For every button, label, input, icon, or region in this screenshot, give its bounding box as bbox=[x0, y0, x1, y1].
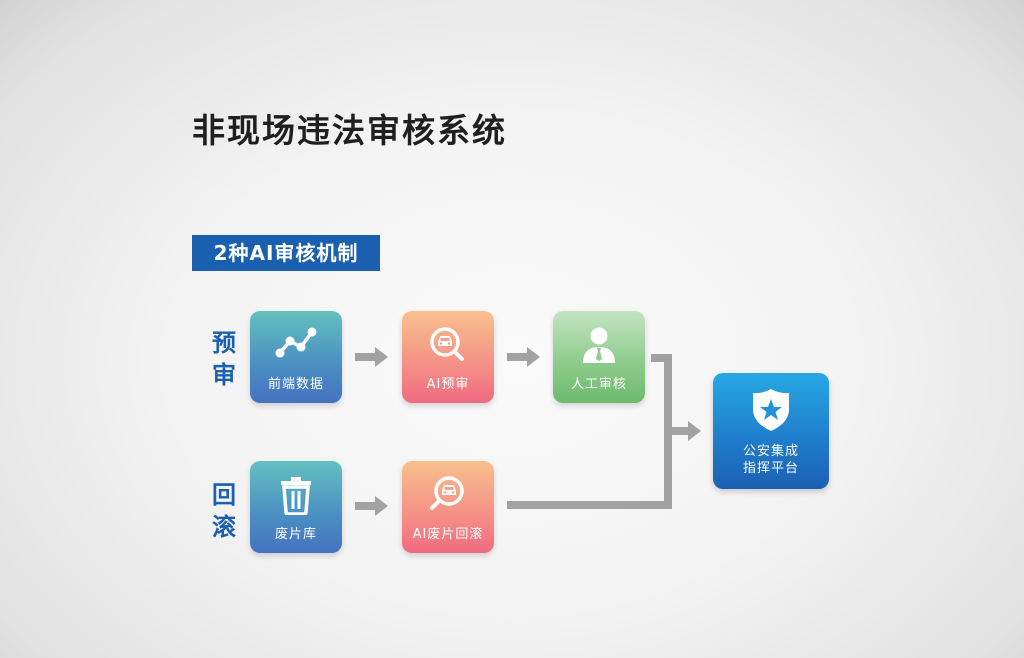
row-label-char: 回 bbox=[212, 481, 236, 509]
node-ai-waste-rollback: AI废片回滚 bbox=[402, 461, 494, 553]
node-label: AI废片回滚 bbox=[412, 527, 484, 542]
connector-vertical bbox=[664, 354, 672, 509]
car-search-icon bbox=[402, 325, 494, 365]
connector-bottom-horizontal bbox=[507, 501, 672, 509]
arrow-right-icon bbox=[355, 496, 388, 516]
node-label-line: 公安集成 bbox=[742, 444, 799, 459]
car-search-icon bbox=[402, 475, 494, 515]
arrow-right-icon bbox=[355, 347, 388, 367]
node-frontend-data: 前端数据 bbox=[250, 311, 342, 403]
node-label: 公安集成 指挥平台 bbox=[713, 443, 829, 477]
node-label: 废片库 bbox=[274, 527, 317, 542]
node-police-platform: 公安集成 指挥平台 bbox=[713, 373, 829, 489]
node-label: AI预审 bbox=[426, 377, 470, 392]
node-label: 前端数据 bbox=[267, 377, 324, 392]
shield-star-icon bbox=[713, 387, 829, 433]
row-label-char: 预 bbox=[212, 329, 236, 357]
arrow-right-icon bbox=[507, 347, 540, 367]
node-waste-library: 废片库 bbox=[250, 461, 342, 553]
row-label-rollback: 回 滚 bbox=[209, 479, 239, 543]
arrow-right-icon bbox=[670, 421, 701, 441]
section-subtitle: 2种AI审核机制 bbox=[192, 235, 380, 271]
page-title: 非现场违法审核系统 bbox=[192, 111, 507, 150]
row-label-char: 滚 bbox=[212, 513, 236, 541]
node-manual-review: 人工审核 bbox=[553, 311, 645, 403]
row-label-char: 审 bbox=[212, 361, 236, 389]
person-icon bbox=[553, 325, 645, 365]
connector-top-horizontal bbox=[651, 354, 672, 362]
node-label-line: 指挥平台 bbox=[742, 461, 799, 476]
node-ai-precheck: AI预审 bbox=[402, 311, 494, 403]
trash-icon bbox=[250, 475, 342, 515]
line-chart-icon bbox=[250, 325, 342, 365]
row-label-precheck: 预 审 bbox=[209, 327, 239, 391]
node-label: 人工审核 bbox=[570, 377, 627, 392]
